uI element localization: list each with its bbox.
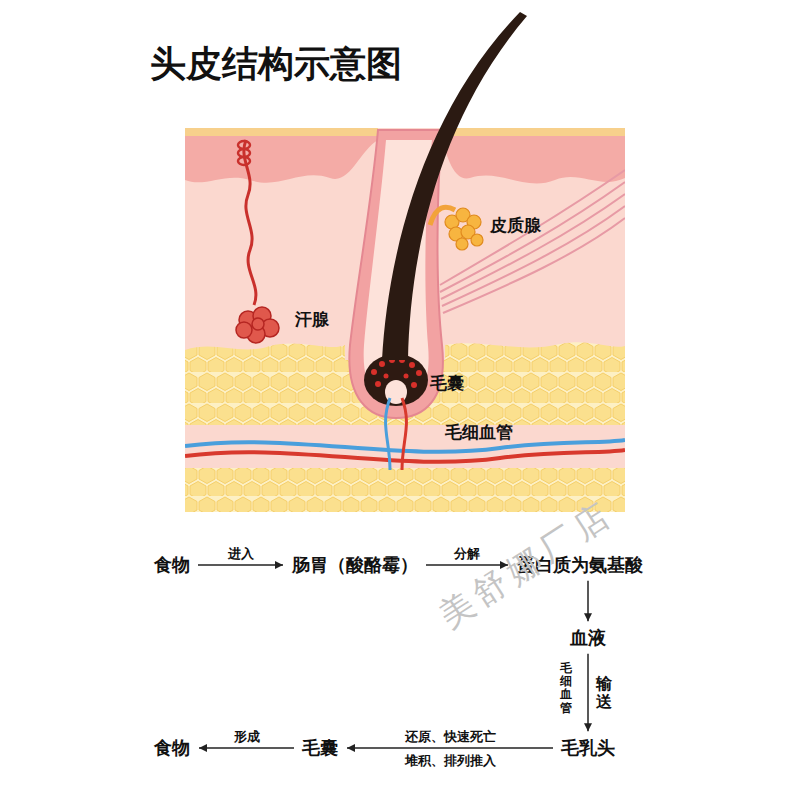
flow-step: 食物 [150,735,194,761]
title: 头皮结构示意图 [150,40,402,89]
flow-arrow [199,747,294,749]
fat-layer-lower [185,468,625,512]
step-text: 毛囊 [302,737,338,759]
artery [185,450,625,462]
epidermis [185,128,378,183]
edge-label: 分解 [454,545,480,563]
capillary [402,398,406,470]
flow-arrow [198,564,283,566]
part-label: 堆积、排列推入 [405,752,496,770]
flow-arrow [587,581,589,621]
edge-label: 形成 [234,728,260,746]
part-label: 毛囊 [430,372,464,395]
flow-step: 毛乳头 [557,735,619,761]
part-label: 汗腺 [295,308,329,331]
flow-step: 血液 [566,625,610,651]
arrector-muscle [440,170,625,313]
step-text: 血液 [570,627,606,649]
part-label: 毛细血管 [445,421,513,444]
capillary [386,398,390,470]
part-label: 毛细血管 [560,662,572,715]
sweat-pore-coil [238,141,250,165]
hair-bulb [364,354,428,406]
step-text: 毛乳头 [561,737,615,759]
flow-arrow [587,654,589,731]
step-text: 肠胃（酸酪霉） [292,554,418,576]
edge-label: 输送 [596,675,612,710]
flow-step: 食物 [150,552,194,578]
epidermis [442,128,625,183]
step-text: 食物 [154,737,190,759]
sebaceous-gland [445,208,483,250]
flow-step: 肠胃（酸酪霉） [288,552,422,578]
part-label: 皮质腺 [490,214,541,237]
step-text: 食物 [154,554,190,576]
flow-arrow [347,747,553,749]
flow-step: 毛囊 [298,735,342,761]
hair-shaft [382,12,527,360]
edge-label: 还原、快速死亡 [405,728,496,746]
sweat-gland [236,307,279,343]
edge-label: 进入 [228,545,254,563]
